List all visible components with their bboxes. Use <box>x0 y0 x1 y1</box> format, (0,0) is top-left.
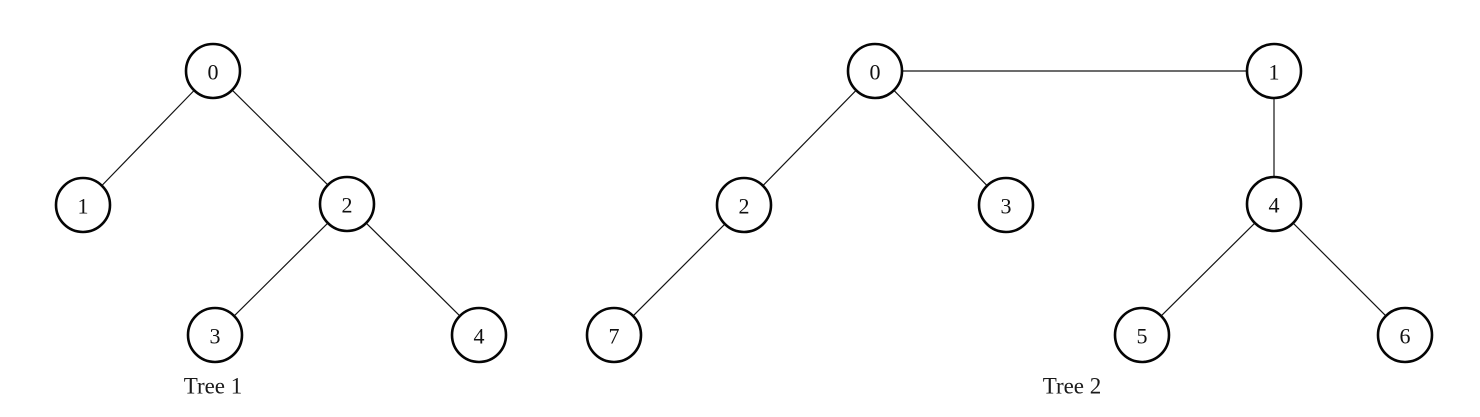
node-circle-0[interactable] <box>846 42 904 100</box>
node-circle-4[interactable] <box>1245 175 1303 233</box>
node-label-4: 4 <box>474 324 485 349</box>
tree-node-2-2[interactable]: 2 <box>715 176 773 234</box>
node-label-5: 5 <box>1137 324 1148 349</box>
node-circle-1[interactable] <box>1245 42 1303 100</box>
node-circle-3[interactable] <box>977 176 1035 234</box>
tree-edge-2-4-5 <box>1160 222 1256 317</box>
node-label-1: 1 <box>1269 60 1280 85</box>
node-label-1: 1 <box>78 194 89 219</box>
node-label-4: 4 <box>1269 193 1280 218</box>
tree-node-2-1[interactable]: 1 <box>1245 42 1303 100</box>
tree-node-2-0[interactable]: 0 <box>846 42 904 100</box>
tree-node-1-2[interactable]: 2 <box>318 175 376 233</box>
edges-layer <box>101 70 1387 317</box>
node-label-6: 6 <box>1400 324 1411 349</box>
node-circle-4[interactable] <box>450 306 508 364</box>
tree-edge-2-2-7 <box>632 223 726 317</box>
node-label-3: 3 <box>1001 194 1012 219</box>
node-label-2: 2 <box>342 193 353 218</box>
tree-node-1-1[interactable]: 1 <box>54 176 112 234</box>
node-label-2: 2 <box>739 194 750 219</box>
tree-node-2-4[interactable]: 4 <box>1245 175 1303 233</box>
node-circle-6[interactable] <box>1376 306 1434 364</box>
tree-node-2-7[interactable]: 7 <box>585 306 643 364</box>
node-circle-5[interactable] <box>1113 306 1171 364</box>
tree-node-2-6[interactable]: 6 <box>1376 306 1434 364</box>
node-circle-0[interactable] <box>184 42 242 100</box>
tree-node-2-3[interactable]: 3 <box>977 176 1035 234</box>
tree-node-1-3[interactable]: 3 <box>186 306 244 364</box>
tree-node-1-4[interactable]: 4 <box>450 306 508 364</box>
tree-caption-1: Tree 1 <box>184 374 243 399</box>
node-circle-1[interactable] <box>54 176 112 234</box>
tree-edge-1-2-4 <box>365 222 461 317</box>
tree-edge-2-0-2 <box>762 89 857 187</box>
tree-edge-1-2-3 <box>233 222 329 317</box>
node-circle-3[interactable] <box>186 306 244 364</box>
node-label-0: 0 <box>870 60 881 85</box>
captions-layer: Tree 1 Tree 2 <box>184 374 1102 399</box>
tree-node-2-5[interactable]: 5 <box>1113 306 1171 364</box>
tree-caption-2: Tree 2 <box>1043 374 1102 399</box>
node-label-7: 7 <box>609 324 620 349</box>
nodes-layer: 0 1 2 3 4 0 1 2 3 4 5 6 7 <box>54 42 1434 364</box>
tree-node-1-0[interactable]: 0 <box>184 42 242 100</box>
node-circle-2[interactable] <box>318 175 376 233</box>
node-circle-2[interactable] <box>715 176 773 234</box>
tree-edge-2-0-3 <box>893 89 988 187</box>
tree-edge-1-0-2 <box>231 89 329 186</box>
tree-edge-2-4-6 <box>1292 222 1387 317</box>
node-circle-7[interactable] <box>585 306 643 364</box>
node-label-3: 3 <box>210 324 221 349</box>
tree-edge-1-0-1 <box>101 89 195 187</box>
node-label-0: 0 <box>208 60 219 85</box>
